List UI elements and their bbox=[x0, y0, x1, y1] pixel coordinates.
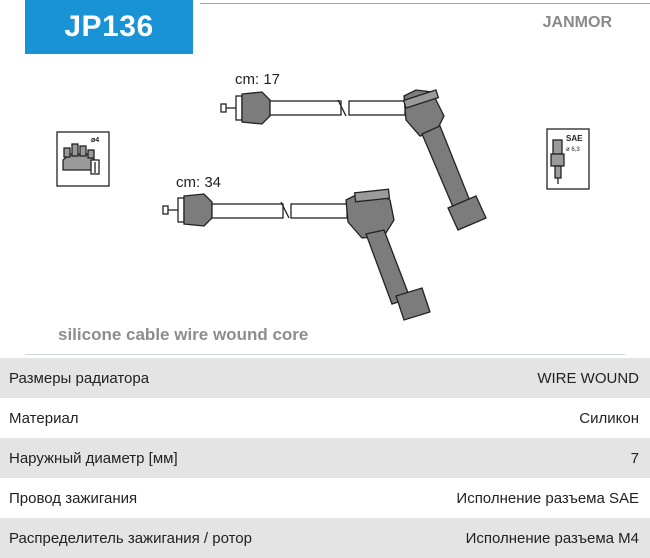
spec-row: Размеры радиатора WIRE WOUND bbox=[0, 358, 650, 398]
header-rule bbox=[200, 3, 650, 4]
spec-table: Размеры радиатора WIRE WOUND Материал Си… bbox=[0, 358, 650, 558]
product-code-badge: JP136 bbox=[25, 0, 193, 54]
caption-divider bbox=[25, 354, 625, 355]
spec-label: Распределитель зажигания / ротор bbox=[9, 529, 252, 547]
spec-value: Исполнение разъема SAE bbox=[456, 489, 639, 507]
spark-plug-icon bbox=[546, 128, 590, 190]
spec-label: Наружный диаметр [мм] bbox=[9, 449, 178, 467]
spec-row: Распределитель зажигания / ротор Исполне… bbox=[0, 518, 650, 558]
lead-top-length: cm: 17 bbox=[235, 71, 281, 88]
distributor-icon bbox=[56, 131, 110, 187]
spec-value: WIRE WOUND bbox=[537, 369, 639, 387]
spec-value: 7 bbox=[630, 449, 639, 467]
spec-label: Размеры радиатора bbox=[9, 369, 150, 387]
spec-row: Материал Силикон bbox=[0, 398, 650, 438]
plug-icon-sub: ø 6,3 bbox=[566, 147, 580, 153]
spec-row: Наружный диаметр [мм] 7 bbox=[0, 438, 650, 478]
plug-icon-label: SAE bbox=[566, 134, 583, 143]
spec-label: Провод зажигания bbox=[9, 489, 138, 507]
figure-caption: silicone cable wire wound core bbox=[58, 325, 309, 344]
distributor-icon-label: ø4 bbox=[91, 137, 99, 144]
brand-name: JANMOR bbox=[542, 14, 612, 31]
product-figure: ø4 SAE ø 6,3 cm: 17 cm: 34 bbox=[0, 60, 650, 330]
lead-bottom-length: cm: 34 bbox=[176, 174, 222, 191]
spec-row: Провод зажигания Исполнение разъема SAE bbox=[0, 478, 650, 518]
spec-value: Силикон bbox=[579, 409, 639, 427]
ignition-lead-bottom bbox=[162, 188, 431, 321]
ignition-lead-top bbox=[220, 89, 487, 231]
spec-label: Материал bbox=[9, 409, 79, 427]
spec-value: Исполнение разъема M4 bbox=[465, 529, 639, 547]
